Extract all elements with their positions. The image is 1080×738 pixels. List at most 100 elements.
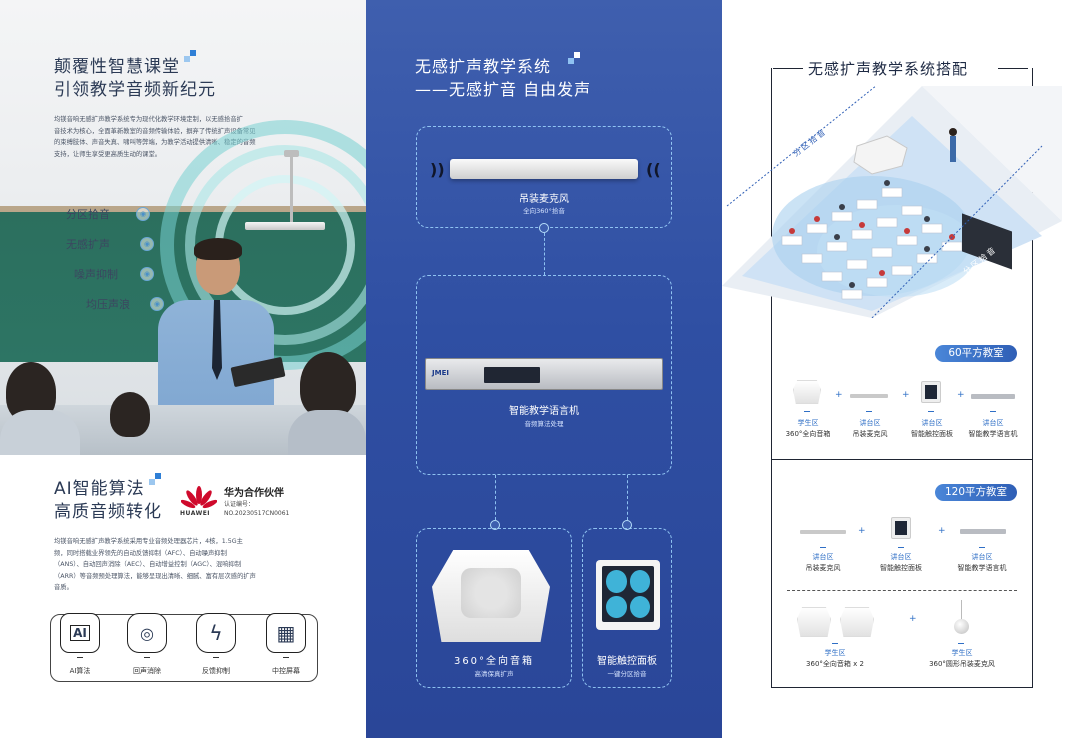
- divider: [990, 411, 996, 412]
- sound-wave-icon: )): [430, 160, 445, 179]
- config-frame-lower: [771, 460, 1033, 688]
- huawei-logo-icon: [181, 486, 217, 509]
- product-name: 智能教学语言机: [968, 430, 1018, 438]
- classroom-isometric-illustration: [722, 86, 1062, 318]
- processor-name: 智能教学语言机: [509, 406, 579, 417]
- cert-label: 认证编号：: [224, 501, 255, 508]
- ceiling-speaker-icon: [840, 607, 874, 637]
- intro-line: 支持，让师生享受更高质生动的课堂。: [54, 150, 162, 158]
- feature-noninvasive-amp: 无感扩声◉: [66, 236, 154, 252]
- lightning-icon: ϟ: [196, 613, 236, 653]
- zone-text: 讲台区: [890, 553, 912, 561]
- ceiling-mic-icon: [800, 530, 846, 534]
- panel-smart-classroom: 颠覆性智慧课堂 引领教学音频新纪元 均镁音响无感扩声教学系统专为现代化教学环境定…: [0, 0, 366, 738]
- connector-line: [627, 475, 628, 520]
- divider: [928, 411, 934, 412]
- ceiling-mic-name: 吊装麦克风: [519, 194, 569, 205]
- accent-square-icon: [190, 50, 196, 56]
- rack-processor-icon: [971, 394, 1015, 399]
- plus-sign: +: [835, 390, 843, 400]
- zone-text: 讲台区: [921, 419, 943, 427]
- divider: [898, 547, 904, 548]
- lightning-glyph: ϟ: [209, 621, 223, 645]
- huawei-brand-text: HUAWEI: [180, 510, 211, 517]
- product-label: 讲台区智能教学语言机: [951, 552, 1013, 574]
- student-body: [288, 410, 366, 460]
- divider: [804, 411, 810, 412]
- zone-text: 学生区: [824, 649, 846, 657]
- student-head: [110, 392, 150, 437]
- connector-node: [539, 223, 549, 233]
- ai-chip-icon: AI: [60, 613, 100, 653]
- section-divider: [787, 590, 1017, 591]
- product-name: 360°圆形吊装麦克风: [929, 660, 995, 668]
- accent-square-icon: [574, 52, 580, 58]
- speaker-desc: 高清保真扩声: [474, 670, 514, 678]
- ceiling-mic-icon: [850, 394, 888, 398]
- sound-ring: [185, 145, 366, 345]
- panel3-title: 无感扩声教学系统搭配: [808, 60, 969, 78]
- touch-panel-icon: [921, 381, 941, 403]
- plus-sign: +: [902, 390, 910, 400]
- student-head: [300, 352, 356, 418]
- product-name: 吊装麦克风: [805, 564, 841, 572]
- feature-zone-pickup: 分区拾音◉: [66, 206, 150, 222]
- wave-icon: ◉: [150, 297, 164, 311]
- algo-line: 音质。: [54, 584, 73, 592]
- processor-brand: JMEI: [432, 369, 449, 377]
- panel1-title-line2: 引领教学音频新纪元: [54, 80, 216, 100]
- connector-node: [490, 520, 500, 530]
- panel2-title-line2: ——无感扩音 自由发声: [415, 80, 592, 99]
- algo-line: （ARR）等音频预处理算法，能够呈现出清晰、细腻、富有层次感的扩声: [54, 572, 256, 580]
- speaker-icon: ◉: [140, 237, 154, 251]
- panel1-intro: 均镁音响无感扩声教学系统专为现代化教学环境定制，以无感拾音扩 音技术为核心，全面…: [54, 114, 324, 160]
- pendant-cable: [961, 600, 962, 620]
- icon-label-screen: 中控屏幕: [272, 667, 300, 675]
- divider: [820, 547, 826, 548]
- cert-number: NO.20230517CN0061: [224, 510, 290, 517]
- panel1-section2-title-line1: AI智能算法: [54, 479, 145, 499]
- divider: [213, 657, 219, 658]
- partner-cert: 认证编号： NO.20230517CN0061: [224, 500, 289, 518]
- ceiling-mic-device: [245, 222, 325, 230]
- mic-icon: ◉: [136, 207, 150, 221]
- zone-text: 讲台区: [859, 419, 881, 427]
- ceiling-mount: [284, 150, 299, 157]
- connector-line: [495, 475, 496, 520]
- divider: [866, 411, 872, 412]
- product-name: 智能触控面板: [880, 564, 922, 572]
- intro-line: 的束缚肢体、声音失真、啸叫等弊端，为教学活动提供清晰、稳定的音频: [54, 139, 256, 147]
- icon-label-echo: 回声消除: [133, 667, 161, 675]
- panel1-title-line1: 颠覆性智慧课堂: [54, 57, 180, 77]
- processor-display: [484, 367, 540, 383]
- grid-screen-icon: ▦: [266, 613, 306, 653]
- zone-text: 讲台区: [982, 419, 1004, 427]
- feature-pressure-wave: 均压声浪◉: [86, 296, 164, 312]
- icon-label-feedback: 反馈抑制: [202, 667, 230, 675]
- product-name: 智能教学语言机: [957, 564, 1007, 572]
- touch-panel-name: 智能触控面板: [597, 656, 657, 667]
- touch-panel-desc: 一键分区拾音: [607, 670, 647, 678]
- feature-icon-strip: [50, 614, 318, 682]
- product-name: 360°全向音箱: [785, 430, 831, 438]
- zone-text: 学生区: [797, 419, 819, 427]
- mic-icon: [629, 595, 650, 618]
- connector-line: [544, 233, 545, 275]
- product-label: 讲台区智能教学语言机: [962, 418, 1024, 440]
- mic-icon: [606, 595, 627, 618]
- ai-glyph: AI: [70, 625, 90, 641]
- product-name: 360°全向音箱 x 2: [806, 660, 864, 668]
- product-label: 讲台区智能触控面板: [900, 418, 964, 440]
- touch-panel-box: [582, 528, 672, 688]
- algo-line: 均镁音响无感扩声教学系统采用专业音频处理器芯片，4核，1.5G主: [54, 538, 243, 545]
- title-rule: [773, 68, 803, 69]
- teacher-tie: [212, 300, 222, 380]
- ceiling-mic-desc: 全向360°拾音: [523, 207, 565, 215]
- icon-label-ai: AI算法: [69, 667, 91, 675]
- echo-glyph: ◎: [140, 623, 154, 643]
- accent-square-icon: [155, 473, 161, 479]
- intro-line: 均镁音响无感扩声教学系统专为现代化教学环境定制，以无感拾音扩: [54, 116, 243, 123]
- accent-square-icon: [184, 56, 190, 62]
- plus-sign: +: [938, 526, 946, 536]
